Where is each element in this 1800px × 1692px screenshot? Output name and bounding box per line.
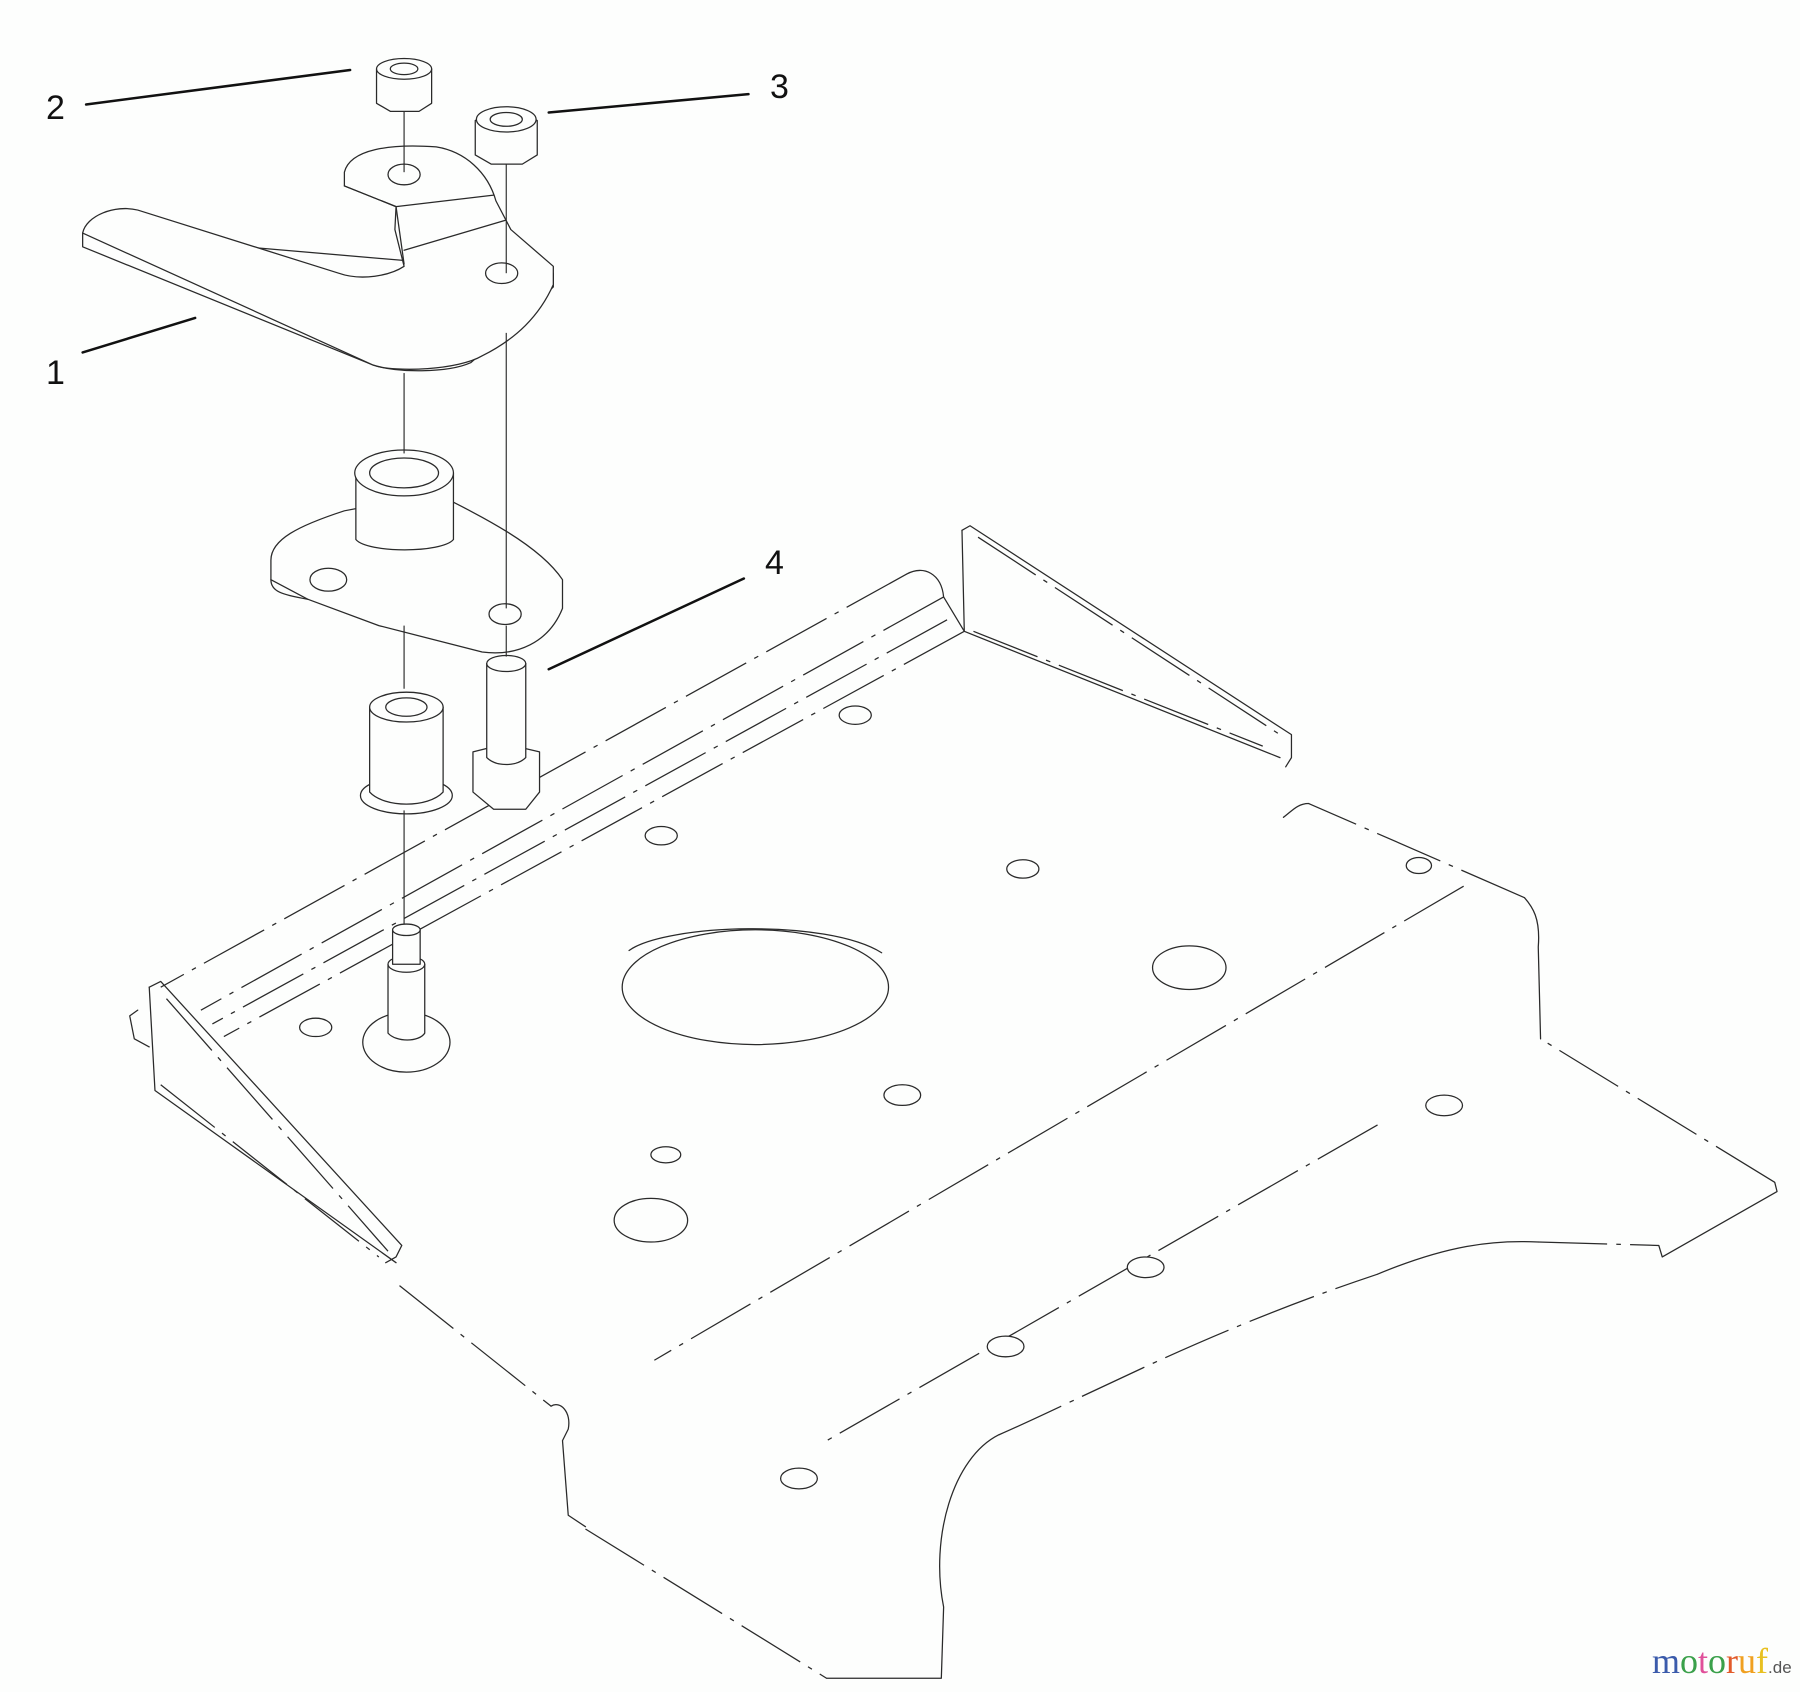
leader-3 [547,92,750,114]
seat-plate [129,525,1778,1679]
nut-part-3 [474,106,538,165]
handle-part-1 [82,145,554,372]
callout-label-3: 3 [770,68,789,106]
callout-label-1: 1 [46,354,65,392]
nut-part-2 [375,57,433,112]
pivot-bracket [270,449,564,654]
wm-letter: o [1680,1641,1699,1681]
bolt-part-4 [472,654,541,810]
plate-holes [298,705,1464,1490]
wm-letter: f [1756,1641,1769,1681]
leader-2 [84,68,352,106]
callout-label-2: 2 [46,89,65,127]
wm-letter: r [1726,1641,1739,1681]
callout-label-4: 4 [765,544,784,582]
wm-letter: o [1708,1641,1727,1681]
leader-4 [547,577,746,671]
wm-letter: m [1652,1641,1681,1681]
callout-leaders [81,68,750,671]
wm-letter: u [1738,1641,1757,1681]
wm-tld: .de [1768,1658,1792,1677]
wm-letter: t [1698,1641,1709,1681]
watermark-logo: motoruf.de [1652,1640,1792,1682]
pivot-pin [362,923,451,1073]
spacer-bushing [359,691,453,815]
leader-1 [81,316,197,354]
assembly-axis-lines [403,111,507,925]
